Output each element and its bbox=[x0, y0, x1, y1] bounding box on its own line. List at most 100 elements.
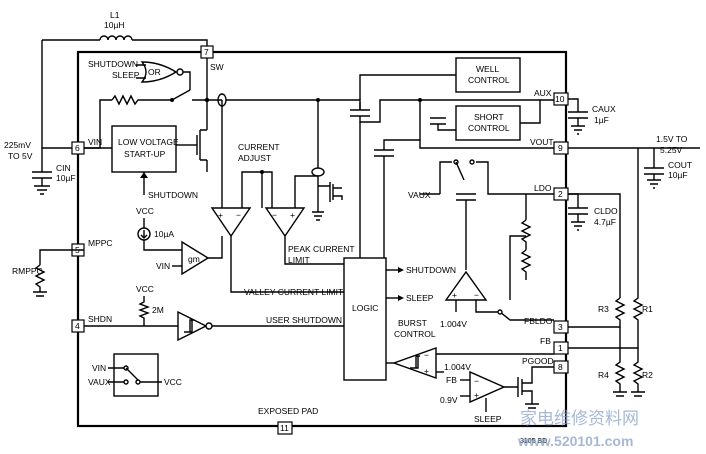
well-ctrl-out bbox=[359, 74, 456, 100]
peak-label-1: PEAK CURRENT bbox=[288, 244, 355, 254]
or-gate-wires bbox=[136, 64, 191, 90]
vout-range-1: 1.5V TO bbox=[656, 134, 688, 144]
resistor-rmppc: RMPPC bbox=[12, 264, 47, 297]
svg-text:7: 7 bbox=[204, 47, 209, 57]
svg-text:CLDO: CLDO bbox=[594, 206, 618, 216]
pin-vin: 6 VIN bbox=[71, 137, 102, 155]
svg-text:R1: R1 bbox=[642, 304, 653, 314]
svg-text:SW: SW bbox=[210, 62, 224, 72]
svg-text:FBLDO: FBLDO bbox=[524, 316, 553, 326]
svg-text:11: 11 bbox=[280, 423, 289, 433]
current-adjust-1: CURRENT bbox=[238, 142, 280, 152]
sync-switch-drain bbox=[226, 99, 361, 110]
ldo-error-amp: + − bbox=[444, 270, 488, 301]
pin-ldo: 2 LDO bbox=[534, 183, 569, 201]
current-source-10ua: 10µA bbox=[137, 227, 174, 241]
pin-sw: 7 SW bbox=[200, 45, 224, 72]
svg-text:EXPOSED PAD: EXPOSED PAD bbox=[258, 406, 318, 416]
inductor-l1: L1 10µH bbox=[42, 10, 208, 46]
svg-text:1µF: 1µF bbox=[594, 115, 609, 125]
schmitt-buffer bbox=[177, 310, 213, 342]
or-gate: OR bbox=[140, 61, 184, 83]
svg-text:COUT: COUT bbox=[668, 160, 692, 170]
pin-vout: 9 VOUT bbox=[530, 137, 569, 155]
current-sense-loop-2 bbox=[311, 167, 325, 177]
svg-text:6: 6 bbox=[75, 143, 80, 153]
main-nmos-switch bbox=[186, 100, 208, 172]
svg-text:−: − bbox=[424, 350, 429, 360]
mppc-wire bbox=[39, 249, 84, 265]
ic-boundary bbox=[76, 50, 568, 428]
svg-text:VAUX: VAUX bbox=[88, 377, 111, 387]
svg-text:10µA: 10µA bbox=[154, 229, 174, 239]
pin-pgood: 8 PGOOD bbox=[522, 356, 569, 374]
svg-text:START-UP: START-UP bbox=[124, 149, 166, 159]
svg-text:VCC: VCC bbox=[164, 377, 182, 387]
short-pmos bbox=[430, 117, 456, 131]
svg-text:+: + bbox=[218, 210, 223, 220]
startup-block: LOW VOLTAGE START-UP bbox=[111, 125, 179, 173]
svg-text:9: 9 bbox=[558, 143, 563, 153]
pgood-comparator: − + bbox=[469, 370, 506, 404]
user-shutdown-label: USER SHUTDOWN bbox=[266, 315, 342, 325]
burst-label-1: BURST bbox=[398, 318, 427, 328]
or-input-sleep: SLEEP bbox=[112, 70, 140, 80]
svg-text:PGOOD: PGOOD bbox=[522, 356, 554, 366]
capacitor-caux: CAUX 1µF bbox=[568, 98, 616, 135]
vcc-mux: VIN VAUX VCC bbox=[88, 353, 182, 397]
watermark-url: www.520101.com bbox=[517, 433, 633, 449]
ldo-out-wire bbox=[568, 193, 621, 298]
svg-text:10µF: 10µF bbox=[668, 170, 688, 180]
svg-text:3: 3 bbox=[558, 322, 563, 332]
startup-switch bbox=[171, 89, 191, 101]
resistor-r3: R3 bbox=[568, 297, 626, 328]
valley-adjust-in bbox=[241, 171, 262, 208]
vout-pmos bbox=[374, 139, 554, 164]
vin-supply-voltage: 225mV bbox=[4, 140, 31, 150]
svg-text:LOW VOLTAGE: LOW VOLTAGE bbox=[118, 137, 179, 147]
gm-vin-label: VIN bbox=[156, 261, 170, 271]
svg-text:4: 4 bbox=[75, 321, 80, 331]
pgood-sleep-label: SLEEP bbox=[474, 414, 502, 424]
valley-current-amp: + − bbox=[210, 207, 252, 238]
svg-text:R4: R4 bbox=[598, 370, 609, 380]
well-control-block: WELL CONTROL bbox=[455, 57, 521, 93]
pgood-fb-label: FB bbox=[446, 375, 457, 385]
svg-text:AUX: AUX bbox=[534, 88, 552, 98]
logic-block: LOGIC bbox=[343, 257, 387, 381]
svg-text:FB: FB bbox=[540, 336, 551, 346]
logic-shutdown-label: SHUTDOWN bbox=[406, 265, 456, 275]
svg-text:CONTROL: CONTROL bbox=[468, 75, 510, 85]
svg-text:OR: OR bbox=[148, 67, 161, 77]
peak-out bbox=[284, 236, 344, 265]
vaux-ldo-label: VAUX bbox=[408, 190, 431, 200]
pin-aux: 10 AUX bbox=[534, 88, 569, 106]
resistor-r1: R1 bbox=[568, 148, 653, 349]
ic-code: 3105 BD bbox=[520, 438, 547, 445]
pin-fbldo: 3 FBLDO bbox=[524, 316, 569, 334]
svg-text:−: − bbox=[474, 376, 479, 386]
capacitor-cin: CIN 10µF bbox=[32, 148, 76, 195]
valley-out bbox=[230, 236, 344, 293]
ldo-divider-r1 bbox=[520, 219, 532, 250]
vout-range-2: 5.25V bbox=[660, 145, 683, 155]
logic-gate-drives bbox=[359, 122, 385, 258]
resistor-2m bbox=[138, 296, 150, 326]
svg-text:SHORT: SHORT bbox=[474, 112, 504, 122]
svg-text:−: − bbox=[272, 210, 277, 220]
resistor-2m-label: 2M bbox=[152, 305, 164, 315]
svg-text:CONTROL: CONTROL bbox=[468, 123, 510, 133]
svg-text:8: 8 bbox=[558, 362, 563, 372]
svg-text:+: + bbox=[474, 390, 479, 400]
capacitor-cldo: CLDO 4.7µF bbox=[568, 193, 618, 231]
or-input-shutdown: SHUTDOWN bbox=[88, 59, 138, 69]
cin-ref: CIN bbox=[56, 163, 71, 173]
peak-label-2: LIMIT bbox=[288, 255, 310, 265]
cin-value: 10µF bbox=[56, 173, 76, 183]
svg-text:10: 10 bbox=[555, 94, 565, 104]
vin-input-wire bbox=[41, 40, 72, 149]
burst-label-2: CONTROL bbox=[394, 329, 436, 339]
valley-label: VALLEY CURRENT LIMIT bbox=[244, 287, 343, 297]
svg-text:LOGIC: LOGIC bbox=[352, 303, 378, 313]
